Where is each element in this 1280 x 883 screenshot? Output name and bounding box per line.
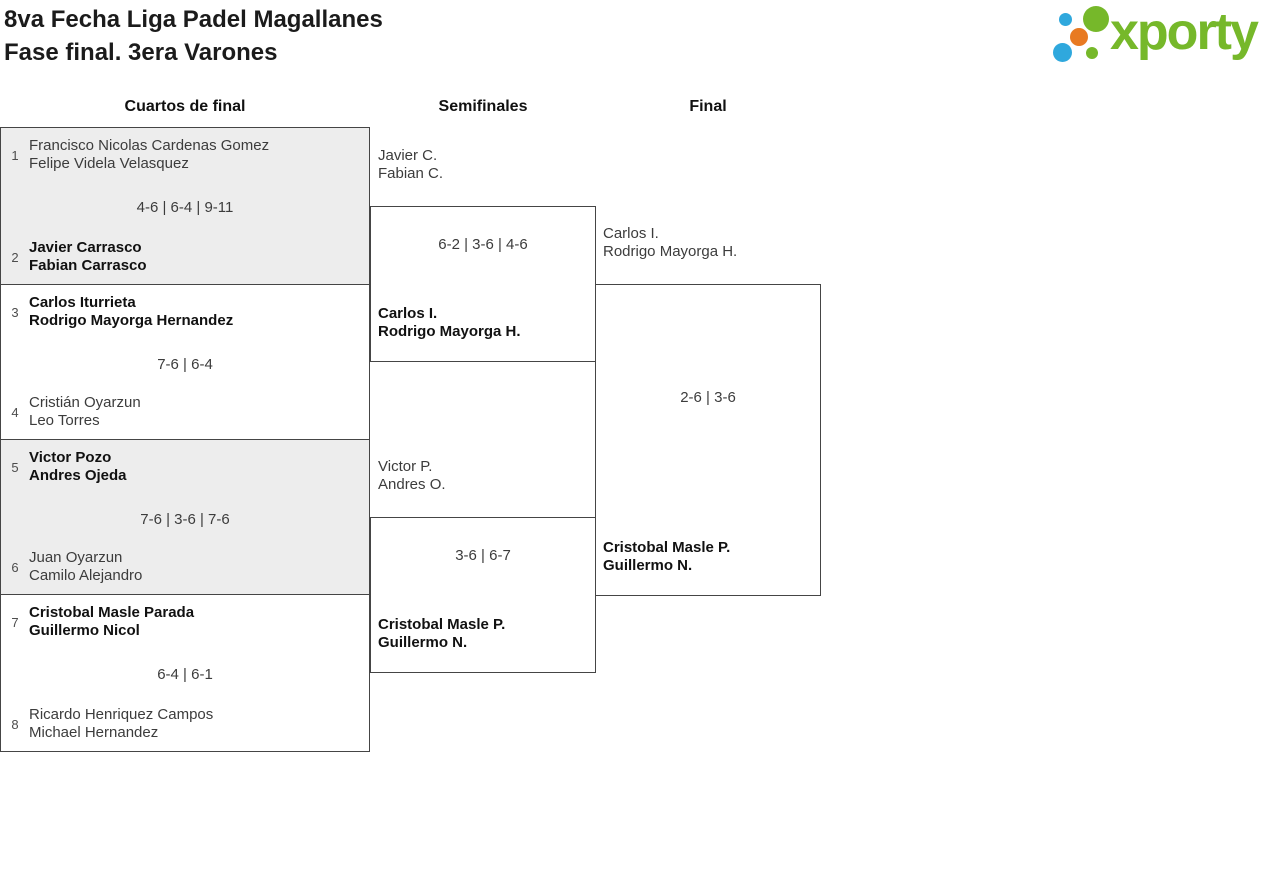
player-name: Cristobal Masle P. <box>378 616 506 633</box>
match-score: 6-4 | 6-1 <box>157 666 213 683</box>
team-names: Cristián Oyarzun Leo Torres <box>29 394 141 430</box>
team-row: 3 Carlos Iturrieta Rodrigo Mayorga Herna… <box>7 294 361 330</box>
player-name: Fabian C. <box>378 165 444 182</box>
team-names: Carlos Iturrieta Rodrigo Mayorga Hernand… <box>29 294 233 330</box>
player-name: Juan Oyarzun <box>29 549 123 566</box>
player-name: Guillermo Nicol <box>29 622 140 639</box>
team-names: Cristobal Masle P. Guillermo N. <box>603 539 730 575</box>
round-header-semifinales: Semifinales <box>438 98 528 115</box>
player-name: Francisco Nicolas Cardenas Gomez <box>29 137 270 154</box>
team-names: Cristobal Masle P. Guillermo N. <box>378 616 505 652</box>
player-name: Victor Pozo <box>29 449 112 466</box>
match-score: 6-2 | 3-6 | 4-6 <box>438 236 528 253</box>
team-names: Francisco Nicolas Cardenas Gomez Felipe … <box>29 137 269 173</box>
logo-dot-icon <box>1059 13 1072 26</box>
player-name: Cristobal Masle P. <box>603 539 731 556</box>
page-title-line2: Fase final. 3era Varones <box>4 39 278 66</box>
team-names: Cristobal Masle Parada Guillermo Nicol <box>29 604 194 640</box>
player-name: Andres Ojeda <box>29 467 127 484</box>
team-row: 6 Juan Oyarzun Camilo Alejandro <box>7 549 361 585</box>
player-name: Ricardo Henriquez Campos <box>29 706 214 723</box>
round-header-cuartos: Cuartos de final <box>124 98 246 115</box>
team-names: Victor P. Andres O. <box>378 458 446 494</box>
team-names: Javier Carrasco Fabian Carrasco <box>29 239 147 275</box>
logo-dot-icon <box>1053 43 1072 62</box>
team-names: Carlos I. Rodrigo Mayorga H. <box>378 305 521 341</box>
player-name: Rodrigo Mayorga Hernandez <box>29 312 234 329</box>
player-name: Rodrigo Mayorga H. <box>603 243 738 260</box>
player-name: Andres O. <box>378 476 446 493</box>
team-row: 8 Ricardo Henriquez Campos Michael Herna… <box>7 706 361 742</box>
seed-number: 4 <box>11 404 19 420</box>
logo-dot-icon <box>1086 47 1098 59</box>
player-name: Guillermo N. <box>378 634 468 651</box>
seed-number: 2 <box>11 249 19 265</box>
team-row: 1 Francisco Nicolas Cardenas Gomez Felip… <box>7 137 361 173</box>
player-name: Fabian Carrasco <box>29 257 147 274</box>
xporty-logo-text: xporty <box>1110 3 1259 61</box>
player-name: Guillermo N. <box>603 557 693 574</box>
logo-dot-icon <box>1070 28 1088 46</box>
match-sf-2: Victor P. Andres O. 3-6 | 6-7 Cristobal … <box>370 458 596 673</box>
player-name: Leo Torres <box>29 412 100 429</box>
xporty-logo: xporty <box>1048 2 1278 70</box>
player-name: Javier C. <box>378 147 438 164</box>
player-name: Javier Carrasco <box>29 239 142 256</box>
seed-number: 6 <box>11 559 19 575</box>
player-name: Carlos Iturrieta <box>29 294 136 311</box>
match-final: Carlos I. Rodrigo Mayorga H. 2-6 | 3-6 C… <box>595 225 821 596</box>
player-name: Camilo Alejandro <box>29 567 143 584</box>
match-qf-2: 3 Carlos Iturrieta Rodrigo Mayorga Herna… <box>0 285 370 440</box>
player-name: Rodrigo Mayorga H. <box>378 323 521 340</box>
page-title-line1: 8va Fecha Liga Padel Magallanes <box>4 6 383 33</box>
team-row: 4 Cristián Oyarzun Leo Torres <box>7 394 361 430</box>
page-title: 8va Fecha Liga Padel Magallanes Fase fin… <box>4 3 383 69</box>
match-score: 3-6 | 6-7 <box>455 547 511 564</box>
team-names: Juan Oyarzun Camilo Alejandro <box>29 549 142 585</box>
team-names: Javier C. Fabian C. <box>378 147 443 183</box>
player-name: Cristián Oyarzun <box>29 394 141 411</box>
match-score: 7-6 | 6-4 <box>157 356 213 373</box>
logo-dot-icon <box>1083 6 1109 32</box>
match-score: 7-6 | 3-6 | 7-6 <box>140 511 230 528</box>
player-name: Carlos I. <box>603 225 659 242</box>
seed-number: 5 <box>11 459 19 475</box>
player-name: Victor P. <box>378 458 433 475</box>
seed-number: 7 <box>11 614 19 630</box>
team-row: 5 Victor Pozo Andres Ojeda <box>7 449 361 485</box>
team-names: Victor Pozo Andres Ojeda <box>29 449 127 485</box>
player-name: Cristobal Masle Parada <box>29 604 195 621</box>
team-row: 2 Javier Carrasco Fabian Carrasco <box>7 239 361 275</box>
player-name: Felipe Videla Velasquez <box>29 155 189 172</box>
match-score: 4-6 | 6-4 | 9-11 <box>136 199 234 216</box>
match-qf-4: 7 Cristobal Masle Parada Guillermo Nicol… <box>0 595 370 752</box>
match-sf-1: Javier C. Fabian C. 6-2 | 3-6 | 4-6 Carl… <box>370 147 596 362</box>
team-names: Ricardo Henriquez Campos Michael Hernand… <box>29 706 213 742</box>
seed-number: 8 <box>11 716 19 732</box>
team-row: 7 Cristobal Masle Parada Guillermo Nicol <box>7 604 361 640</box>
player-name: Michael Hernandez <box>29 724 159 741</box>
player-name: Carlos I. <box>378 305 438 322</box>
match-qf-3: 5 Victor Pozo Andres Ojeda 7-6 | 3-6 | 7… <box>0 440 370 595</box>
seed-number: 3 <box>11 304 19 320</box>
match-score: 2-6 | 3-6 <box>680 389 736 406</box>
seed-number: 1 <box>11 147 19 163</box>
match-qf-1: 1 Francisco Nicolas Cardenas Gomez Felip… <box>0 127 370 285</box>
round-header-final: Final <box>689 98 727 115</box>
team-names: Carlos I. Rodrigo Mayorga H. <box>603 225 737 261</box>
